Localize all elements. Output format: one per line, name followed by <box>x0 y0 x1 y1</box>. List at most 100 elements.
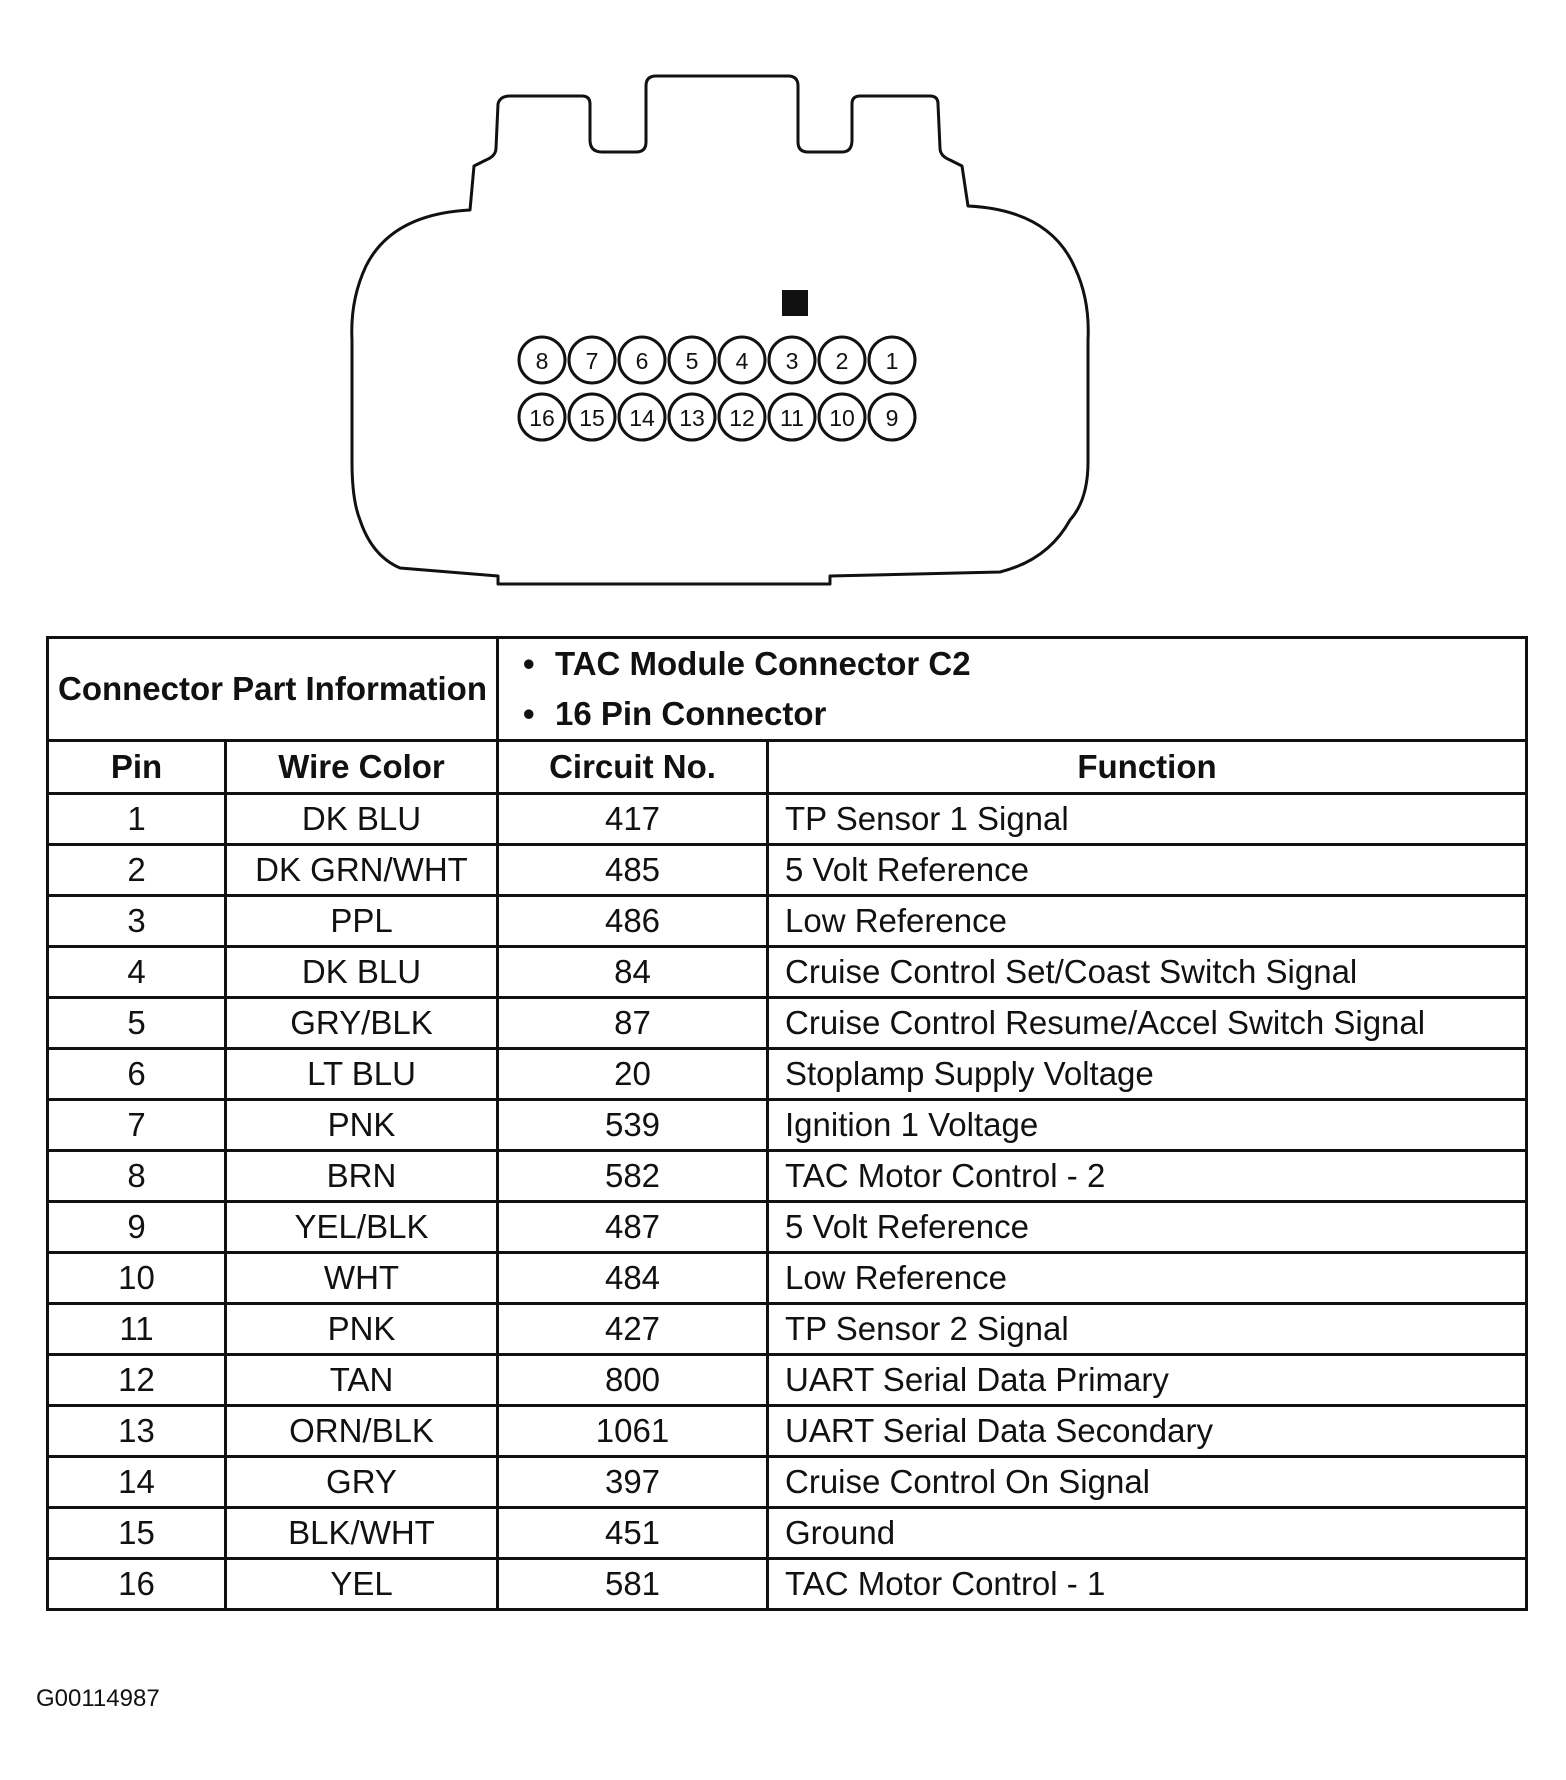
wire-color-cell: PPL <box>224 894 499 948</box>
pin-circle <box>767 392 817 442</box>
connector-pinout-table: Connector Part Information TAC Module Co… <box>46 636 1529 1611</box>
pin-circle <box>717 335 767 385</box>
part-info-list: TAC Module Connector C2 16 Pin Connector <box>495 636 1529 742</box>
column-header-circuit: Circuit No. <box>496 739 769 795</box>
pin-10: 10 <box>817 392 867 442</box>
wire-color-cell: GRY <box>224 1455 499 1509</box>
pin-number-label: 3 <box>786 348 799 374</box>
function-cell: TP Sensor 2 Signal <box>765 1302 1529 1356</box>
pin-cell: 16 <box>46 1557 227 1611</box>
pin-cell: 10 <box>46 1251 227 1305</box>
column-header-function: Function <box>765 739 1529 795</box>
pin-cell: 9 <box>46 1200 227 1254</box>
circuit-cell: 427 <box>496 1302 769 1356</box>
pin-circle <box>667 335 717 385</box>
wire-color-cell: DK GRN/WHT <box>224 843 499 897</box>
pin-16: 16 <box>517 392 567 442</box>
circuit-cell: 484 <box>496 1251 769 1305</box>
circuit-cell: 582 <box>496 1149 769 1203</box>
polarization-key-marker <box>782 290 808 316</box>
part-info-connector-name: TAC Module Connector C2 <box>523 641 1524 690</box>
function-cell: Cruise Control Set/Coast Switch Signal <box>765 945 1529 999</box>
column-header-pin: Pin <box>46 739 227 795</box>
pin-15: 15 <box>567 392 617 442</box>
function-cell: UART Serial Data Primary <box>765 1353 1529 1407</box>
pin-cell: 14 <box>46 1455 227 1509</box>
pin-circle <box>517 392 567 442</box>
wire-color-cell: ORN/BLK <box>224 1404 499 1458</box>
part-info-label: Connector Part Information <box>46 636 499 742</box>
part-info-pin-count: 16 Pin Connector <box>523 689 1524 738</box>
pin-circle <box>617 335 667 385</box>
pin-cell: 11 <box>46 1302 227 1356</box>
pin-number-label: 13 <box>679 405 705 431</box>
pin-cell: 15 <box>46 1506 227 1560</box>
pin-cell: 2 <box>46 843 227 897</box>
circuit-cell: 397 <box>496 1455 769 1509</box>
pin-number-label: 15 <box>579 405 605 431</box>
circuit-cell: 486 <box>496 894 769 948</box>
pin-1: 1 <box>867 335 917 385</box>
wire-color-cell: GRY/BLK <box>224 996 499 1050</box>
wire-color-cell: PNK <box>224 1302 499 1356</box>
pin-circle <box>567 392 617 442</box>
pin-circle <box>867 392 917 442</box>
pin-9: 9 <box>867 392 917 442</box>
pin-circle <box>817 392 867 442</box>
pin-circle <box>667 392 717 442</box>
function-cell: Ignition 1 Voltage <box>765 1098 1529 1152</box>
circuit-cell: 800 <box>496 1353 769 1407</box>
pin-cell: 4 <box>46 945 227 999</box>
wire-color-cell: BRN <box>224 1149 499 1203</box>
function-cell: TAC Motor Control - 1 <box>765 1557 1529 1611</box>
pin-number-label: 6 <box>636 348 649 374</box>
pin-cell: 7 <box>46 1098 227 1152</box>
part-info-row: Connector Part Information TAC Module Co… <box>46 636 1529 742</box>
pin-cell: 1 <box>46 792 227 846</box>
wire-color-cell: PNK <box>224 1098 499 1152</box>
pin-circle <box>867 335 917 385</box>
pin-2: 2 <box>817 335 867 385</box>
function-cell: TP Sensor 1 Signal <box>765 792 1529 846</box>
wire-color-cell: DK BLU <box>224 945 499 999</box>
pin-number-label: 12 <box>729 405 755 431</box>
pin-circle <box>767 335 817 385</box>
wire-color-cell: YEL <box>224 1557 499 1611</box>
wire-color-cell: YEL/BLK <box>224 1200 499 1254</box>
function-cell: 5 Volt Reference <box>765 843 1529 897</box>
function-cell: Stoplamp Supply Voltage <box>765 1047 1529 1101</box>
pin-3: 3 <box>767 335 817 385</box>
wire-color-cell: TAN <box>224 1353 499 1407</box>
circuit-cell: 1061 <box>496 1404 769 1458</box>
wire-color-cell: DK BLU <box>224 792 499 846</box>
pin-number-label: 14 <box>629 405 655 431</box>
function-cell: 5 Volt Reference <box>765 1200 1529 1254</box>
pin-number-label: 4 <box>736 348 749 374</box>
function-cell: Cruise Control On Signal <box>765 1455 1529 1509</box>
pin-14: 14 <box>617 392 667 442</box>
function-cell: Ground <box>765 1506 1529 1560</box>
circuit-cell: 487 <box>496 1200 769 1254</box>
pin-number-label: 5 <box>686 348 699 374</box>
pin-7: 7 <box>567 335 617 385</box>
pin-number-label: 1 <box>886 348 899 374</box>
pin-5: 5 <box>667 335 717 385</box>
pin-number-label: 16 <box>529 405 555 431</box>
pin-circle <box>617 392 667 442</box>
pin-cell: 3 <box>46 894 227 948</box>
